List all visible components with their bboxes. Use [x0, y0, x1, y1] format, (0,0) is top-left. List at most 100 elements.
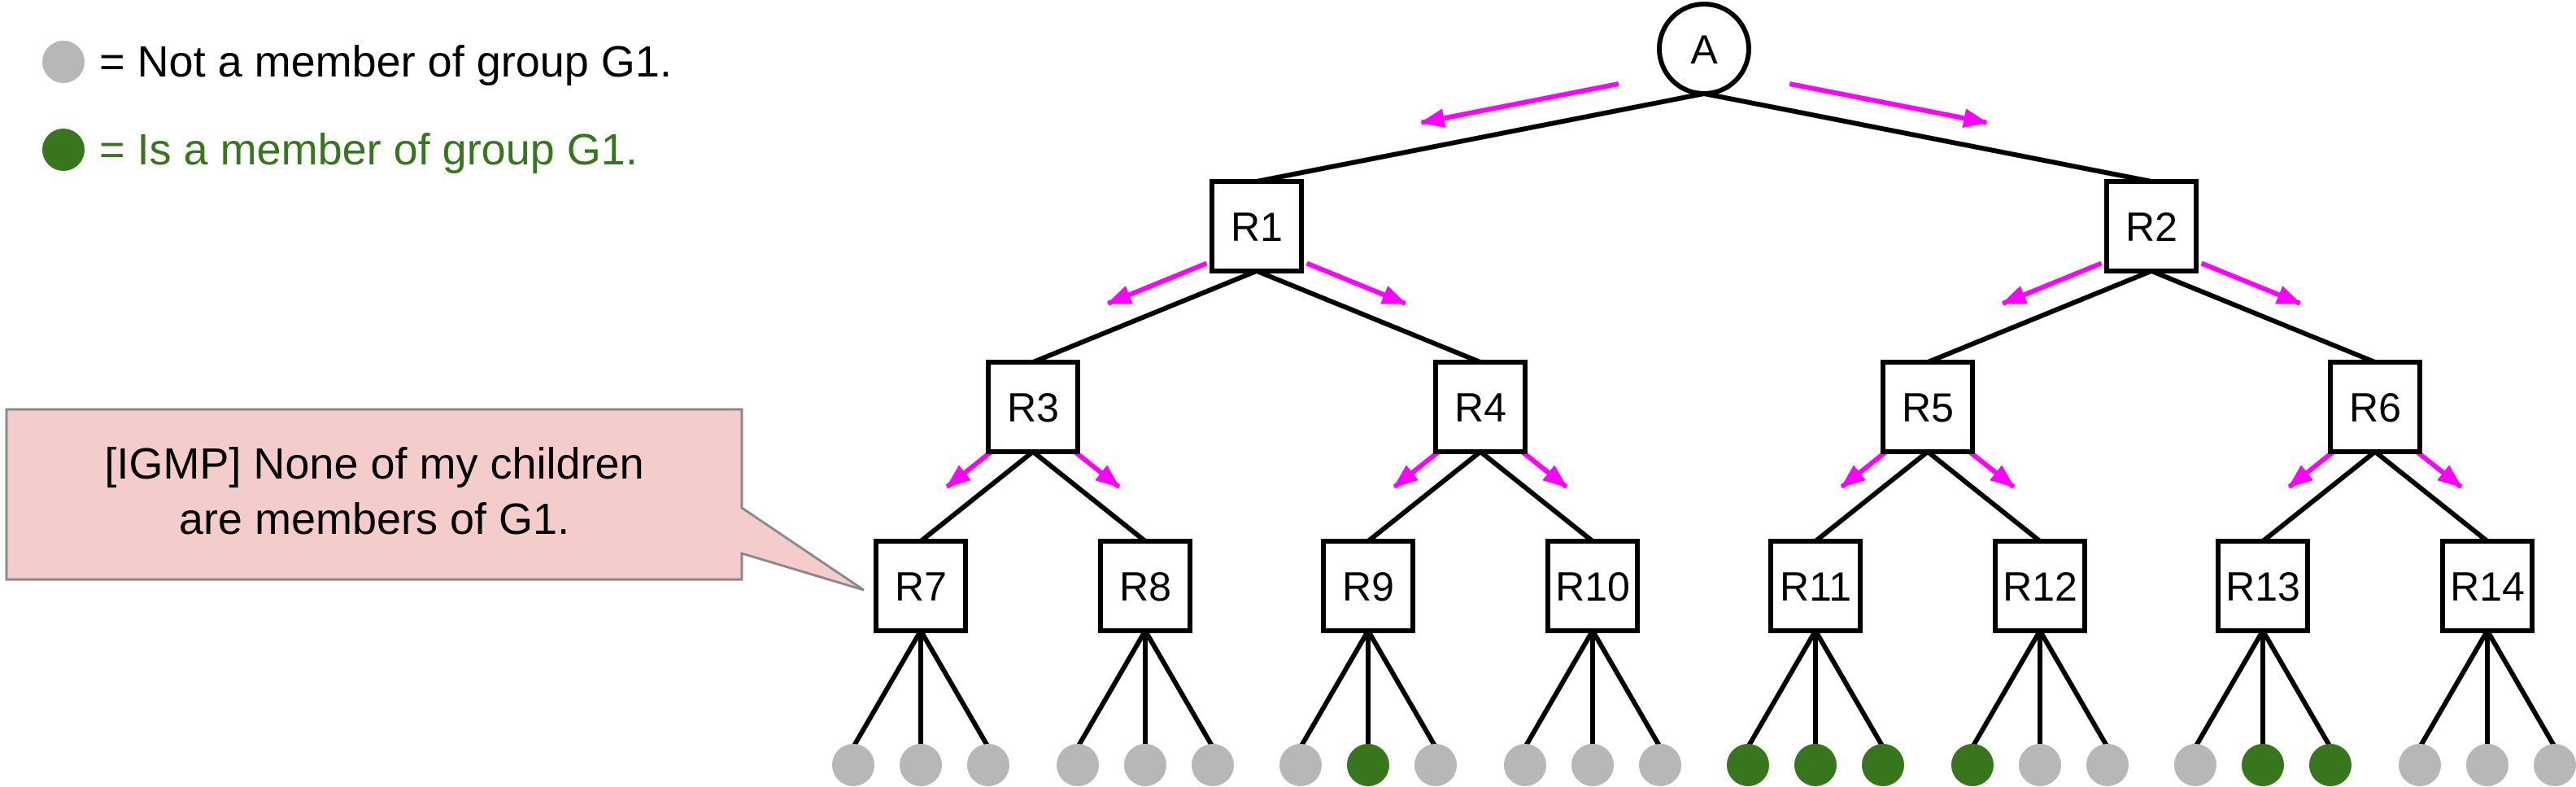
router-box — [1993, 539, 2087, 633]
router-label: R6 — [2349, 385, 2401, 431]
edge-R4-R10 — [1479, 449, 1594, 544]
member-host-R12-1 — [1951, 744, 1994, 786]
callout-line-1: [IGMP] None of my children — [104, 439, 643, 488]
host-edge-R9-3 — [1366, 629, 1438, 749]
non-member-host-R10-2 — [1571, 744, 1614, 786]
non-member-host-R7-2 — [900, 744, 942, 786]
edge-R5-R12 — [1926, 449, 2042, 544]
router-box — [1433, 360, 1528, 454]
igmp-callout: [IGMP] None of my children are members o… — [5, 408, 865, 592]
router-R4: R4 — [1433, 360, 1528, 454]
member-host-R11-3 — [1862, 744, 1904, 786]
non-member-host-R10-3 — [1639, 744, 1681, 786]
router-label: R9 — [1342, 564, 1394, 610]
non-member-host-R9-1 — [1279, 744, 1322, 786]
member-host-R13-2 — [2242, 744, 2284, 786]
router-R8: R8 — [1098, 539, 1192, 633]
host-edge-R7-1 — [851, 629, 923, 749]
non-member-host-R10-1 — [1504, 744, 1546, 786]
edge-A-R1 — [1256, 91, 1705, 184]
router-R1: R1 — [1210, 179, 1304, 273]
router-label: R13 — [2225, 564, 2300, 610]
router-label: R8 — [1119, 564, 1171, 610]
legend-member-text: = Is a member of group G1. — [99, 125, 638, 174]
router-box — [874, 539, 968, 633]
non-member-host-R8-3 — [1192, 744, 1234, 786]
arrow-R1-R4 — [1305, 260, 1407, 306]
non-member-host-R8-1 — [1057, 744, 1099, 786]
router-R6: R6 — [2328, 360, 2422, 454]
router-box — [1768, 539, 1863, 633]
router-R2: R2 — [2104, 179, 2199, 273]
member-host-R9-2 — [1347, 744, 1389, 786]
router-box — [1545, 539, 1640, 633]
root-node-A: A — [1657, 2, 1751, 96]
member-host-R13-3 — [2309, 744, 2352, 786]
router-label: R5 — [1902, 385, 1954, 431]
router-box — [1098, 539, 1192, 633]
router-R3: R3 — [986, 360, 1080, 454]
edge-R2-R5 — [1926, 269, 2153, 365]
callout-line-2: are members of G1. — [179, 495, 569, 544]
router-box — [2440, 539, 2535, 633]
host-edge-R14-1 — [2417, 629, 2490, 749]
non-member-host-R14-2 — [2466, 744, 2508, 786]
arrow-R1-R3 — [1106, 260, 1208, 306]
member-host-R11-1 — [1727, 744, 1769, 786]
host-edge-R13-1 — [2193, 629, 2265, 749]
router-R7: R7 — [874, 539, 968, 633]
legend: = Not a member of group G1. = Is a membe… — [42, 37, 672, 174]
router-box — [2328, 360, 2422, 454]
host-edge-R10-3 — [1590, 629, 1663, 749]
host-edge-R14-3 — [2485, 629, 2557, 749]
non-member-host-R8-2 — [1124, 744, 1166, 786]
router-label: R4 — [1454, 385, 1506, 431]
router-R13: R13 — [2216, 539, 2310, 633]
host-edge-R9-1 — [1298, 629, 1371, 749]
callout-box — [5, 408, 865, 592]
host-edge-R11-3 — [1813, 629, 1885, 749]
edge-R1-R4 — [1255, 269, 1482, 365]
gray-dot-icon — [42, 41, 85, 83]
router-label: R11 — [1780, 564, 1851, 610]
edge-R3-R7 — [919, 449, 1035, 544]
non-member-host-R7-1 — [832, 744, 874, 786]
host-edge-R12-1 — [1970, 629, 2042, 749]
root-label: A — [1690, 27, 1718, 72]
router-R5: R5 — [1881, 360, 1975, 454]
arrow-A-R2 — [1789, 81, 1989, 128]
edge-A-R2 — [1703, 91, 2152, 184]
tree-edges — [851, 91, 2557, 749]
host-edge-R8-1 — [1075, 629, 1148, 749]
host-edge-R7-3 — [918, 629, 991, 749]
router-R12: R12 — [1993, 539, 2087, 633]
root-circle — [1657, 2, 1751, 96]
non-member-host-R9-3 — [1414, 744, 1457, 786]
router-box — [986, 360, 1080, 454]
router-box — [2104, 179, 2199, 273]
host-edge-R8-3 — [1143, 629, 1215, 749]
legend-member: = Is a member of group G1. — [42, 125, 638, 174]
host-edge-R11-1 — [1746, 629, 1818, 749]
router-label: R12 — [2003, 564, 2077, 610]
legend-non-member: = Not a member of group G1. — [42, 37, 672, 86]
multicast-arrows — [945, 81, 2463, 489]
arrow-R2-R5 — [2001, 260, 2103, 306]
router-box — [2216, 539, 2310, 633]
edge-R6-R14 — [2373, 449, 2489, 544]
non-member-host-R12-3 — [2086, 744, 2129, 786]
edge-R1-R3 — [1031, 269, 1258, 365]
edge-R2-R6 — [2150, 269, 2377, 365]
member-host-R11-2 — [1794, 744, 1837, 786]
router-R14: R14 — [2440, 539, 2535, 633]
edge-R5-R11 — [1814, 449, 1929, 544]
non-member-host-R7-3 — [967, 744, 1009, 786]
router-label: R2 — [2125, 204, 2177, 250]
green-dot-icon — [42, 129, 85, 171]
legend-non-member-text: = Not a member of group G1. — [99, 37, 672, 86]
non-member-host-R14-3 — [2534, 744, 2576, 786]
router-label: R10 — [1555, 564, 1630, 610]
host-dots — [832, 744, 2576, 786]
edge-R6-R13 — [2261, 449, 2377, 544]
